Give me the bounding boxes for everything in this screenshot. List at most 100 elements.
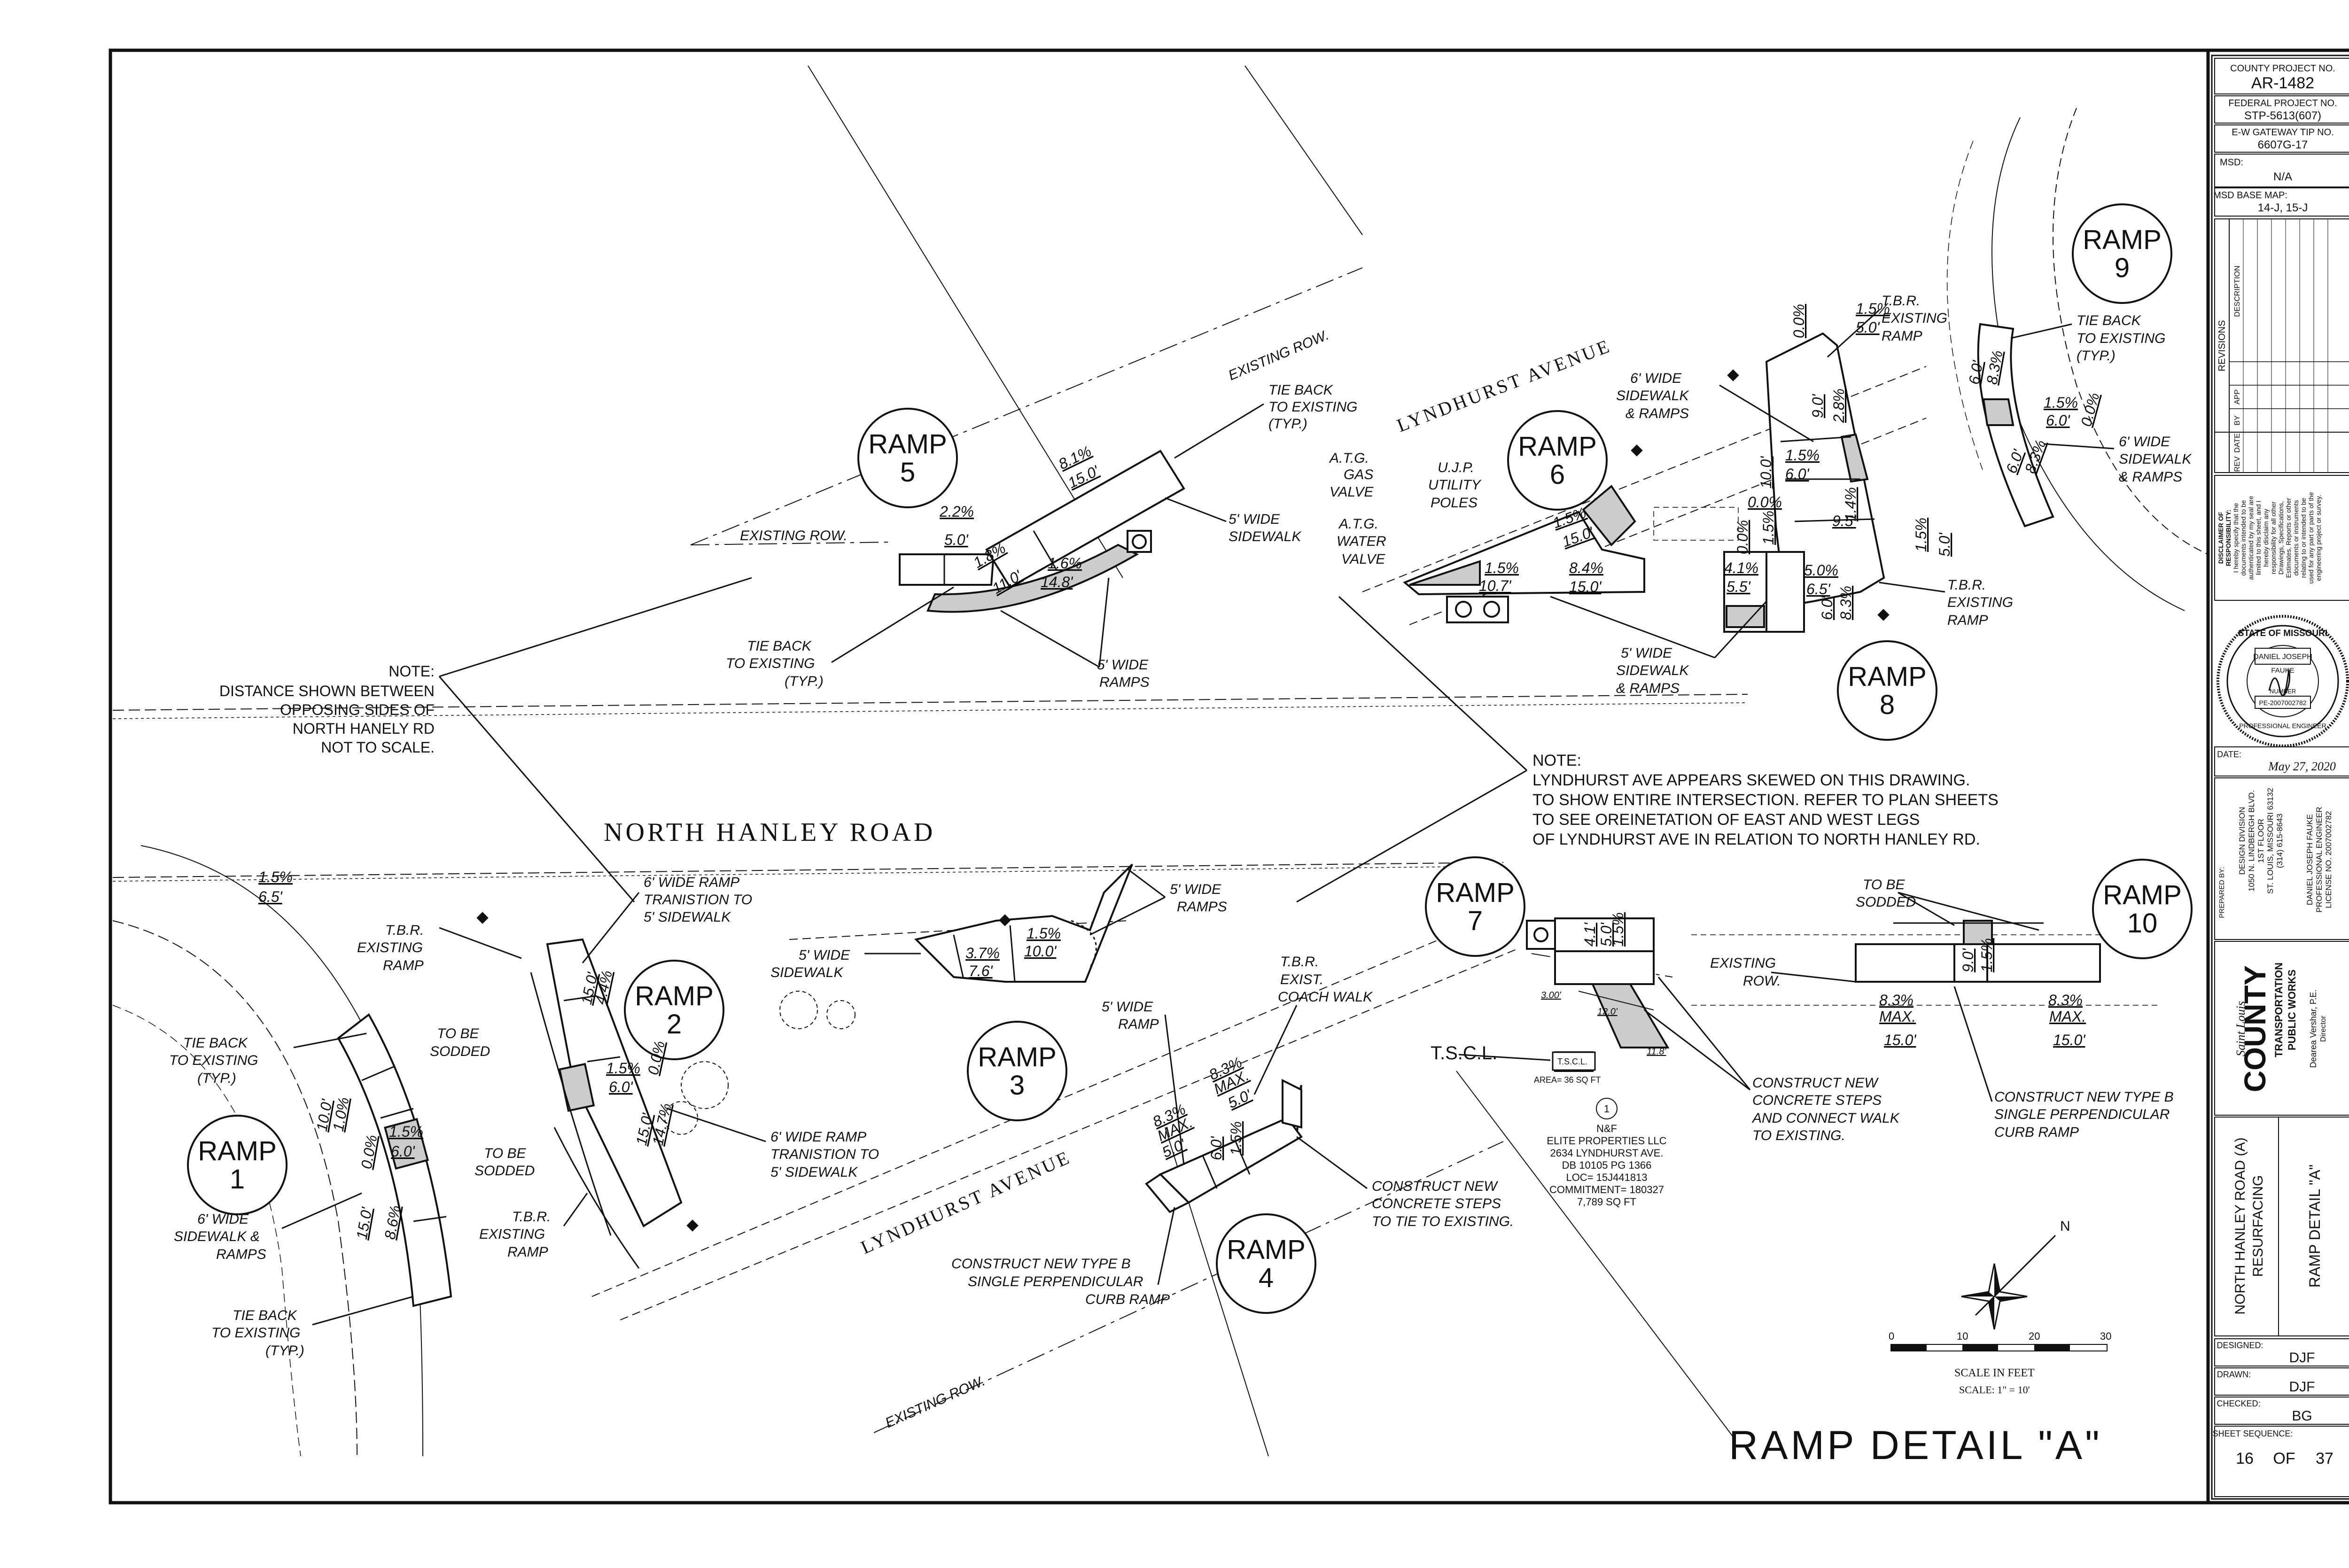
property-info: 1 N&F ELITE PROPERTIES LLC 2634 LYNDHURS… <box>1547 1098 1667 1208</box>
sheet-of: OF <box>2273 1450 2295 1467</box>
msd-base-box <box>2214 187 2349 217</box>
svg-text:8.3%: 8.3% <box>2048 992 2083 1009</box>
ramp-2-shapes <box>530 938 683 1269</box>
svg-text:3.7%: 3.7% <box>965 945 1000 962</box>
svg-text:Director: Director <box>2319 1015 2327 1042</box>
svg-text:1.6%: 1.6% <box>1048 555 1082 572</box>
svg-text:COACH WALK: COACH WALK <box>1278 989 1373 1005</box>
svg-text:9: 9 <box>2115 253 2130 283</box>
road-name-north-hanley: NORTH HANLEY ROAD <box>604 818 935 847</box>
existing-row-label-3: EXISTING ROW. <box>883 1373 988 1431</box>
svg-text:1.5%: 1.5% <box>1610 912 1626 947</box>
svg-text:RAMP: RAMP <box>1848 661 1927 692</box>
svg-text:OPPOSING SIDES OF: OPPOSING SIDES OF <box>280 701 435 718</box>
svg-text:1ST FLOOR: 1ST FLOOR <box>2256 819 2265 863</box>
svg-text:limited to this sheet, and I: limited to this sheet, and I <box>2255 501 2262 575</box>
disclaimer-text: DISCLAIMER OF RESPONSIBILITY: I hereby s… <box>2217 492 2322 584</box>
date-label: DATE: <box>2217 750 2241 759</box>
svg-text:6' WIDE: 6' WIDE <box>1630 371 1682 386</box>
county-logo: Saint Louis COUNTY TRANSPORTATION PUBLIC… <box>2234 963 2327 1092</box>
ramp-4-label: RAMP 4 <box>1216 1213 1316 1314</box>
svg-text:RAMPS: RAMPS <box>1177 899 1227 915</box>
svg-text:TO EXISTING: TO EXISTING <box>169 1053 258 1068</box>
note-2: NOTE: LYNDHURST AVE APPEARS SKEWED ON TH… <box>1532 752 1999 848</box>
date-box <box>2214 746 2349 776</box>
svg-text:DANIEL JOSEPH: DANIEL JOSEPH <box>2253 653 2312 661</box>
federal-project-box <box>2214 95 2349 124</box>
svg-text:TO SEE OREINETATION OF EAST AN: TO SEE OREINETATION OF EAST AND WEST LEG… <box>1532 811 1920 829</box>
revisions-table <box>2214 218 2349 473</box>
svg-text:30: 30 <box>2100 1330 2111 1342</box>
svg-text:6.0': 6.0' <box>391 1143 415 1160</box>
svg-text:documents intended to be: documents intended to be <box>2240 500 2247 575</box>
ramp-3-label: RAMP 3 <box>967 1021 1067 1121</box>
svg-text:LYNDHURST AVE APPEARS SKEWED O: LYNDHURST AVE APPEARS SKEWED ON THIS DRA… <box>1532 771 1970 789</box>
svg-text:6.0': 6.0' <box>1208 1136 1225 1160</box>
svg-text:Drawings, Specifications,: Drawings, Specifications, <box>2277 501 2285 574</box>
svg-text:0.0%: 0.0% <box>1734 520 1751 554</box>
svg-text:TO EXISTING: TO EXISTING <box>2077 331 2165 346</box>
signature-stroke <box>2268 669 2291 697</box>
svg-text:10: 10 <box>2127 908 2158 939</box>
svg-text:NOTE:: NOTE: <box>389 663 435 680</box>
ramp-1-label: RAMP 1 <box>187 1115 288 1215</box>
prepared-by-text: PREPARED BY: DESIGN DIVISION 1050 N. LIN… <box>2218 788 2333 918</box>
svg-text:SIDEWALK: SIDEWALK <box>1616 388 1689 404</box>
svg-text:1.5%: 1.5% <box>1913 518 1929 552</box>
sheet-title-vertical: RAMP DETAIL "A" <box>2306 1164 2323 1288</box>
svg-text:CONSTRUCT NEW TYPE B: CONSTRUCT NEW TYPE B <box>951 1256 1131 1272</box>
ramp-2-label: RAMP 2 <box>624 960 724 1060</box>
svg-text:2634 LYNDHURST AVE.: 2634 LYNDHURST AVE. <box>1550 1147 1664 1159</box>
drawn-label: DRAWN: <box>2217 1370 2251 1379</box>
svg-text:CONSTRUCT NEW TYPE B: CONSTRUCT NEW TYPE B <box>1994 1089 2174 1105</box>
project-name-line-1: NORTH HANLEY ROAD (A) <box>2232 1137 2248 1314</box>
leader-lines <box>281 309 2115 1326</box>
svg-text:TO TIE TO EXISTING.: TO TIE TO EXISTING. <box>1372 1214 1514 1229</box>
svg-text:A.T.G.: A.T.G. <box>1329 450 1369 466</box>
svg-text:RESPONSIBILITY:: RESPONSIBILITY: <box>2225 510 2232 566</box>
svg-text:6.5': 6.5' <box>258 888 283 905</box>
svg-text:8.3%: 8.3% <box>1837 586 1854 620</box>
svg-text:DISCLAIMER OF: DISCLAIMER OF <box>2217 512 2225 564</box>
svg-text:EXISTING: EXISTING <box>357 940 423 955</box>
ramp-4-shapes <box>1145 1079 1303 1213</box>
svg-text:6' WIDE RAMP: 6' WIDE RAMP <box>770 1129 866 1145</box>
svg-text:RAMP: RAMP <box>2083 225 2162 255</box>
scale-label: SCALE IN FEET <box>1954 1367 2035 1379</box>
svg-text:SIDEWALK: SIDEWALK <box>770 965 844 980</box>
tree-symbols <box>664 991 856 1135</box>
svg-text:CURB RAMP: CURB RAMP <box>1994 1125 2079 1140</box>
svg-text:RAMP: RAMP <box>978 1042 1057 1072</box>
svg-text:1.5%: 1.5% <box>1485 559 1519 576</box>
svg-text:NORTH HANELY RD: NORTH HANELY RD <box>293 720 435 737</box>
svg-text:EXISTING: EXISTING <box>1710 955 1776 971</box>
svg-text:EXIST.: EXIST. <box>1280 972 1323 987</box>
svg-text:PREPARED BY:: PREPARED BY: <box>2218 867 2226 918</box>
msd-box <box>2214 154 2349 187</box>
ramp-8-label: RAMP 8 <box>1837 640 1937 741</box>
svg-text:(TYP.): (TYP.) <box>2077 348 2116 364</box>
title-block-inner-border <box>2211 54 2349 1500</box>
svg-text:PROFESSIONAL ENGINEER: PROFESSIONAL ENGINEER <box>2315 807 2324 912</box>
ramp-6-label: RAMP 6 <box>1507 410 1608 511</box>
svg-text:SIDEWALK &: SIDEWALK & <box>174 1229 260 1244</box>
svg-text:I hereby specify that the: I hereby specify that the <box>2232 503 2240 573</box>
svg-text:SODDED: SODDED <box>474 1163 535 1179</box>
tscl-label: T.S.C.L. <box>1431 1043 1497 1063</box>
svg-text:1.5%: 1.5% <box>1978 938 1995 972</box>
svg-text:DISTANCE SHOWN BETWEEN: DISTANCE SHOWN BETWEEN <box>219 683 435 699</box>
svg-text:EXISTING: EXISTING <box>479 1226 545 1242</box>
svg-text:PROFESSIONAL ENGINEER: PROFESSIONAL ENGINEER <box>2239 722 2326 730</box>
svg-text:hereby disclaim any: hereby disclaim any <box>2262 509 2270 567</box>
svg-text:SINGLE PERPENDICULAR: SINGLE PERPENDICULAR <box>968 1274 1143 1289</box>
ramp-8-shapes <box>1723 332 1885 633</box>
svg-text:CONCRETE STEPS: CONCRETE STEPS <box>1372 1196 1501 1211</box>
road-name-lyndhurst-lower: LYNDHURST AVENUE <box>857 1146 1074 1258</box>
msd-label: MSD: <box>2220 157 2243 168</box>
svg-text:9.0': 9.0' <box>1960 948 1976 972</box>
svg-text:8.4%: 8.4% <box>1569 559 1603 576</box>
svg-text:TIE BACK: TIE BACK <box>1268 382 1334 398</box>
svg-text:Saint Louis: Saint Louis <box>2234 1001 2248 1056</box>
svg-text:BY: BY <box>2233 415 2241 426</box>
logo-box <box>2214 941 2349 1116</box>
